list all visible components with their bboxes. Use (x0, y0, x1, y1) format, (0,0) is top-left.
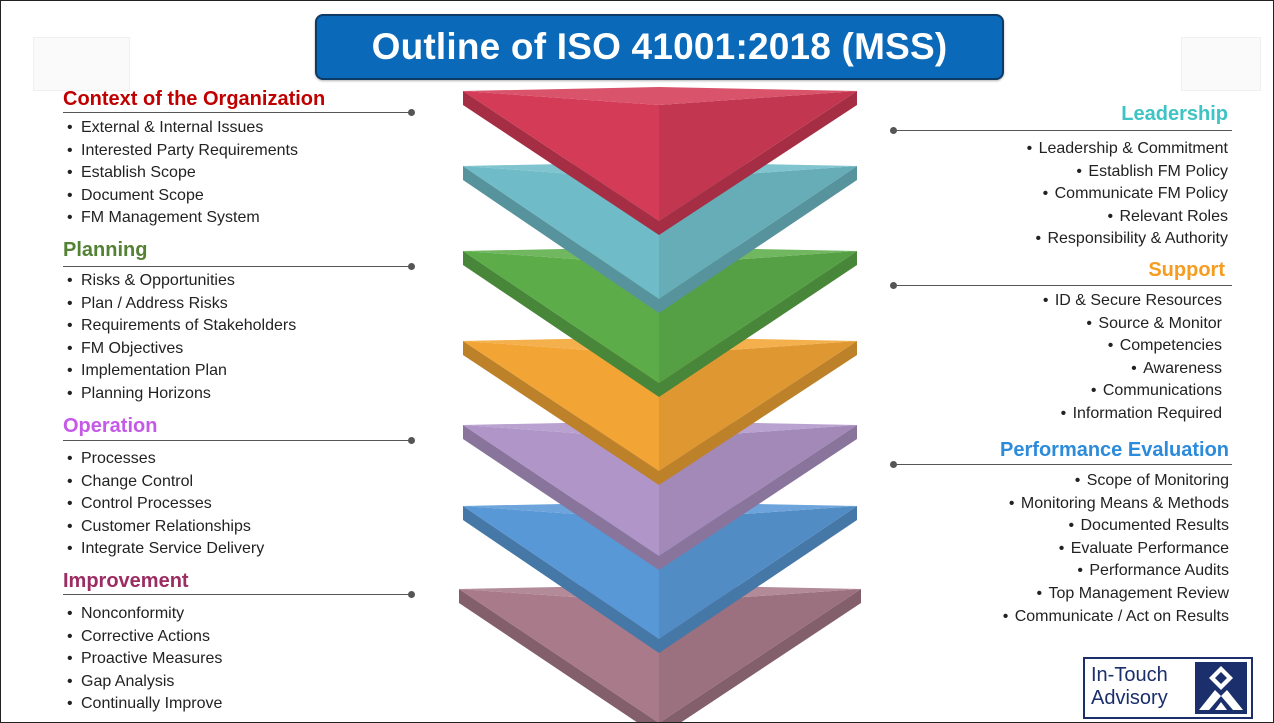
connector-line (63, 266, 411, 267)
list-item: External & Internal Issues (63, 117, 325, 140)
list-item: Documented Results (1000, 515, 1229, 538)
list-item: Responsibility & Authority (1027, 228, 1228, 251)
item-list: Risks & Opportunities Plan / Address Ris… (63, 270, 296, 406)
section-operation: Operation Processes Change Control Contr… (63, 414, 264, 561)
list-item: Control Processes (63, 493, 264, 516)
list-item: Plan / Address Risks (63, 293, 296, 316)
item-list: Leadership & Commitment Establish FM Pol… (1027, 138, 1228, 251)
section-improvement: Improvement Nonconformity Corrective Act… (63, 569, 222, 716)
connector-dot (408, 591, 415, 598)
page-title: Outline of ISO 41001:2018 (MSS) (371, 26, 948, 67)
section-support: Support ID & Secure Resources Source & M… (1043, 258, 1225, 426)
connector-line (63, 594, 411, 595)
list-item: Interested Party Requirements (63, 140, 325, 163)
section-heading: Performance Evaluation (1000, 439, 1229, 461)
section-planning: Planning Risks & Opportunities Plan / Ad… (63, 238, 296, 406)
list-item: Communications (1043, 380, 1222, 403)
item-list: Scope of Monitoring Monitoring Means & M… (1000, 470, 1229, 628)
list-item: Gap Analysis (63, 671, 222, 694)
connector-line (894, 464, 1232, 465)
item-list: Processes Change Control Control Process… (63, 448, 264, 561)
list-item: ID & Secure Resources (1043, 290, 1222, 313)
placeholder-box (33, 37, 130, 91)
list-item: Relevant Roles (1027, 206, 1229, 229)
list-item: Risks & Opportunities (63, 270, 296, 293)
list-item: Customer Relationships (63, 516, 264, 539)
section-heading: Planning (63, 239, 148, 261)
connector-dot (890, 461, 897, 468)
list-item: Integrate Service Delivery (63, 538, 264, 561)
connector-line (894, 285, 1232, 286)
list-item: Communicate / Act on Results (1000, 606, 1229, 629)
list-item: Document Scope (63, 185, 325, 208)
list-item: Processes (63, 448, 264, 471)
list-item: Planning Horizons (63, 383, 296, 406)
list-item: FM Objectives (63, 338, 296, 361)
section-heading: Operation (63, 415, 158, 437)
funnel-layer-green (463, 247, 857, 397)
list-item: Requirements of Stakeholders (63, 315, 296, 338)
list-item: FM Management System (63, 207, 325, 230)
logo-line-1: In-Touch (1091, 664, 1168, 686)
list-item: Continually Improve (63, 693, 222, 716)
title-banner: Outline of ISO 41001:2018 (MSS) (315, 14, 1004, 80)
section-heading: Improvement (63, 570, 189, 592)
item-list: Nonconformity Corrective Actions Proacti… (63, 603, 222, 716)
connector-line (63, 112, 411, 113)
list-item: Leadership & Commitment (1027, 138, 1228, 161)
company-logo: In-Touch Advisory (1083, 657, 1253, 719)
list-item: Monitoring Means & Methods (1000, 493, 1229, 516)
list-item: Competencies (1043, 335, 1222, 358)
list-item: Corrective Actions (63, 626, 222, 649)
list-item: Nonconformity (63, 603, 222, 626)
section-heading: Context of the Organization (63, 88, 326, 110)
list-item: Awareness (1043, 358, 1222, 381)
connector-line (63, 440, 411, 441)
list-item: Communicate FM Policy (1027, 183, 1228, 206)
connector-line (894, 130, 1232, 131)
list-item: Performance Audits (1000, 560, 1229, 583)
funnel-layer-mauve (459, 585, 861, 722)
list-item: Evaluate Performance (1000, 538, 1229, 561)
connector-dot (408, 109, 415, 116)
connector-dot (890, 282, 897, 289)
list-item: Scope of Monitoring (1000, 470, 1229, 493)
list-item: Establish FM Policy (1027, 161, 1228, 184)
connector-dot (408, 263, 415, 270)
list-item: Implementation Plan (63, 360, 296, 383)
item-list: ID & Secure Resources Source & Monitor C… (1043, 290, 1222, 426)
list-item: Proactive Measures (63, 648, 222, 671)
logo-line-2: Advisory (1091, 687, 1168, 709)
list-item: Source & Monitor (1043, 313, 1222, 336)
list-item: Establish Scope (63, 162, 325, 185)
funnel-layer-red (463, 87, 857, 235)
list-item: Change Control (63, 471, 264, 494)
advisory-logo-icon (1195, 662, 1247, 714)
section-context: Context of the Organization External & I… (63, 87, 325, 230)
section-heading: Leadership (1121, 103, 1228, 125)
connector-dot (408, 437, 415, 444)
list-item: Top Management Review (1000, 583, 1229, 606)
logo-text: In-Touch Advisory (1091, 664, 1168, 710)
section-heading: Support (1148, 259, 1225, 281)
list-item: Information Required (1043, 403, 1222, 426)
placeholder-box (1181, 37, 1261, 91)
section-leadership: Leadership Leadership & Commitment Estab… (1027, 102, 1228, 251)
connector-dot (890, 127, 897, 134)
item-list: External & Internal Issues Interested Pa… (63, 117, 325, 230)
section-performance-evaluation: Performance Evaluation Scope of Monitori… (1000, 438, 1229, 628)
